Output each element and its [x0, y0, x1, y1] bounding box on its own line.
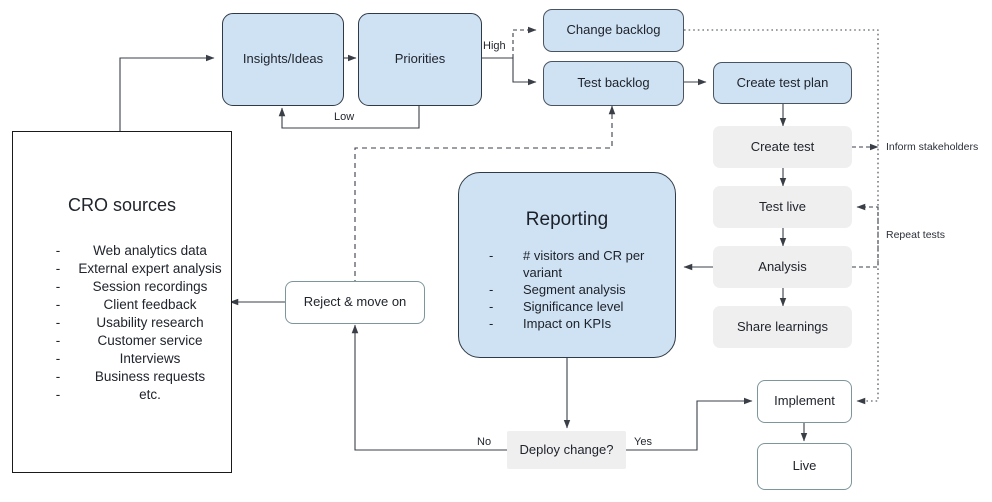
bullet-dash: -: [489, 282, 494, 297]
side-label-repeat-tests: Repeat tests: [886, 229, 945, 241]
reporting-list: - # visitors and CR per variant - Segmen…: [489, 247, 665, 332]
node-test-backlog[interactable]: Test backlog: [543, 61, 684, 106]
node-label: Deploy change?: [519, 441, 614, 457]
node-label: Live: [792, 458, 817, 474]
wire-priorities-to-change-backlog: [512, 26, 537, 58]
node-label: Priorities: [394, 51, 446, 67]
bullet-dash: -: [55, 387, 61, 402]
list-item-label: etc.: [139, 387, 161, 402]
cro-sources-list: - Web analytics data - External expert a…: [39, 242, 223, 404]
node-share-learnings[interactable]: Share learnings: [713, 306, 852, 348]
node-create-test[interactable]: Create test: [713, 126, 852, 168]
edge-label-high: High: [483, 40, 506, 52]
side-label-inform-stakeholders: Inform stakeholders: [886, 141, 979, 153]
node-label: Create test plan: [736, 74, 829, 90]
list-item: - Web analytics data: [39, 242, 223, 260]
list-item-label: Session recordings: [92, 279, 208, 294]
reporting-title: Reporting: [525, 209, 609, 230]
list-item-label: Interviews: [119, 351, 181, 366]
list-item: - Customer service: [39, 332, 223, 350]
node-change-backlog[interactable]: Change backlog: [543, 9, 684, 52]
edge-label-low: Low: [334, 111, 355, 123]
bullet-dash: -: [55, 351, 61, 366]
bullet-dash: -: [55, 279, 61, 294]
node-label: Analysis: [758, 258, 807, 274]
node-live[interactable]: Live: [757, 443, 852, 490]
bullet-dash: -: [489, 248, 494, 263]
list-item: - Usability research: [39, 314, 223, 332]
bullet-dash: -: [55, 261, 61, 276]
bullet-dash: -: [55, 369, 61, 384]
list-item: - Business requests: [39, 368, 223, 386]
node-insights-ideas[interactable]: Insights/Ideas: [222, 13, 344, 106]
list-item-label: Customer service: [97, 333, 203, 348]
list-item-label: # visitors and CR per variant: [523, 248, 645, 280]
bullet-dash: -: [489, 316, 494, 331]
list-item: - Impact on KPIs: [489, 315, 665, 332]
node-label: Reject & move on: [303, 294, 407, 310]
node-label: Test backlog: [577, 75, 650, 91]
edge-label-no: No: [477, 436, 492, 448]
bullet-dash: -: [55, 297, 61, 312]
bullet-dash: -: [55, 243, 61, 258]
node-test-live[interactable]: Test live: [713, 186, 852, 228]
list-item: - # visitors and CR per variant: [489, 247, 665, 281]
list-item: - Session recordings: [39, 278, 223, 296]
list-item-label: Significance level: [523, 299, 624, 314]
bullet-dash: -: [55, 333, 61, 348]
edge-label-yes: Yes: [634, 436, 652, 448]
list-item-label: Usability research: [96, 315, 204, 330]
list-item: - Segment analysis: [489, 281, 665, 298]
list-item: - Interviews: [39, 350, 223, 368]
cro-sources-title: CRO sources: [67, 195, 177, 215]
wire-cro-to-insights: [119, 54, 215, 131]
node-label: Test live: [759, 198, 806, 214]
list-item: - etc.: [39, 386, 223, 404]
node-deploy-change[interactable]: Deploy change?: [507, 431, 626, 469]
node-label: Share learnings: [736, 318, 829, 334]
bullet-dash: -: [55, 315, 61, 330]
list-item-label: Impact on KPIs: [523, 316, 612, 331]
list-item-label: Client feedback: [103, 297, 197, 312]
wire-priorities-to-test-backlog: [482, 57, 537, 86]
list-item-label: Web analytics data: [93, 243, 207, 258]
node-create-test-plan[interactable]: Create test plan: [713, 62, 852, 104]
list-item: - Client feedback: [39, 296, 223, 314]
node-reject-move-on[interactable]: Reject & move on: [285, 281, 425, 324]
bullet-dash: -: [489, 299, 494, 314]
list-item: - Significance level: [489, 298, 665, 315]
node-priorities[interactable]: Priorities: [358, 13, 482, 106]
list-item-label: Segment analysis: [523, 282, 626, 297]
node-label: Create test: [750, 138, 815, 154]
node-label: Implement: [774, 393, 835, 409]
list-item-label: External expert analysis: [78, 261, 222, 276]
node-analysis[interactable]: Analysis: [713, 246, 852, 288]
node-reporting[interactable]: Reporting - # visitors and CR per varian…: [458, 172, 676, 358]
node-label: Insights/Ideas: [242, 51, 324, 67]
node-implement[interactable]: Implement: [757, 380, 852, 423]
node-label: Change backlog: [566, 22, 661, 38]
wire-analysis-repeat-tests-to-test-live: [852, 203, 879, 268]
list-item: - External expert analysis: [39, 260, 223, 278]
cro-sources-panel: CRO sources - Web analytics data - Exter…: [12, 131, 232, 473]
list-item-label: Business requests: [94, 369, 206, 384]
